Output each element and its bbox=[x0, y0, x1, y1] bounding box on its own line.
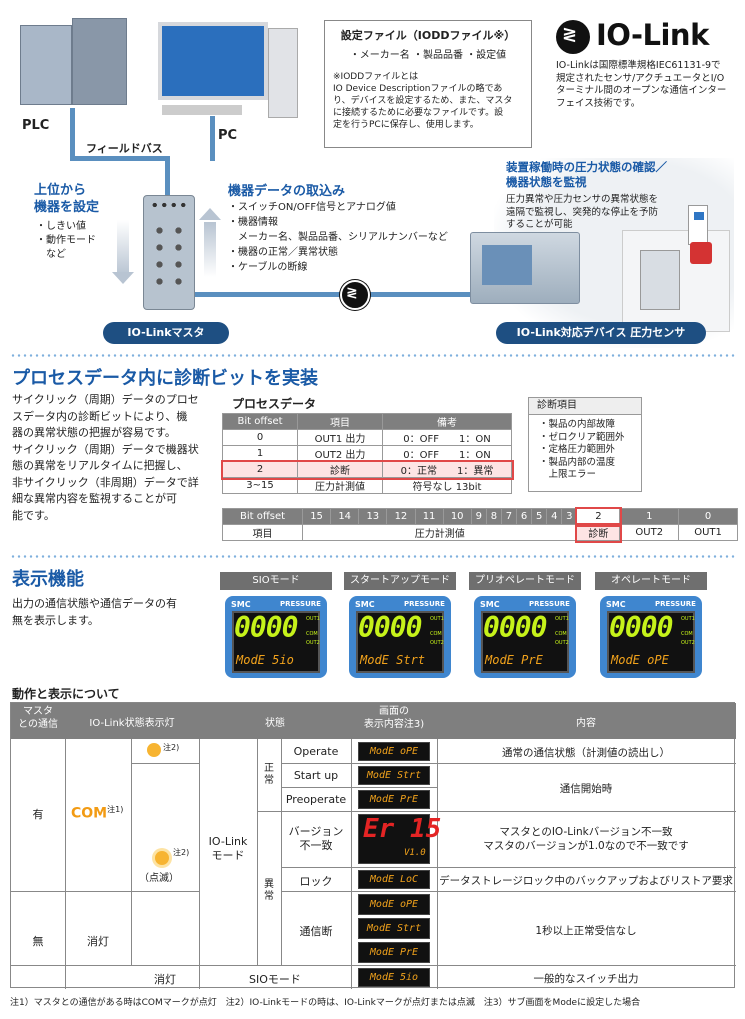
footnote: 注1）マスタとの通信がある時はCOMマークが点灯 注2）IO-Linkモードの時… bbox=[10, 998, 641, 1008]
ops-table: マスタ との通信 IO-Link状態表示灯 状態 画面の 表示内容注3) 内容 … bbox=[10, 702, 736, 989]
iolink-blink-icon bbox=[155, 851, 169, 865]
param-title: 上位から 機器を設定 bbox=[34, 183, 100, 215]
ops-title: 動作と表示について bbox=[12, 687, 120, 701]
pc-monitor bbox=[158, 22, 268, 100]
device-label: IO-Link対応デバイス 圧力センサ bbox=[496, 322, 706, 344]
iolink-logo-icon bbox=[556, 20, 590, 54]
plc-label: PLC bbox=[22, 118, 50, 133]
monitor-title: 装置稼働時の圧力状態の確認／ 機器状態を監視 bbox=[506, 160, 667, 189]
master-label: IO-Linkマスタ bbox=[103, 322, 229, 344]
mode-title: オペレートモード bbox=[595, 572, 707, 590]
diag-items-box: 診断項目 ・製品の内部故障 ・ゼロクリア範囲外 ・定格圧力範囲外 ・製品内部の温… bbox=[528, 397, 642, 492]
lcd-version-error bbox=[358, 814, 430, 864]
iodd-file-box: 設定ファイル（IODDファイル※） ・メーカー名 ・製品品番 ・設定値 ※IOD… bbox=[324, 20, 532, 148]
iolink-logo-text: IO-Link bbox=[596, 18, 709, 52]
pc-label: PC bbox=[218, 128, 238, 143]
monitor-desc: 圧力異常や圧力センサの異常状態を 遠隔で監視し、突発的な停止を予防 することが可… bbox=[506, 194, 659, 230]
plc-illustration bbox=[20, 25, 72, 105]
diag-desc: サイクリック（周期）データのプロセ スデータ内の診断ビットにより、機 器の異常状… bbox=[12, 393, 199, 522]
diag-title: プロセスデータ内に診断ビットを実装 bbox=[12, 368, 318, 389]
mode-lcd bbox=[232, 611, 320, 673]
mode-lcd bbox=[607, 611, 695, 673]
iolink-lit-icon bbox=[147, 743, 161, 757]
iolink-symbol-icon bbox=[340, 280, 370, 310]
mode-title: SIOモード bbox=[220, 572, 332, 590]
param-list: ・しきい値 ・動作モード など bbox=[36, 221, 96, 260]
mode-title: プリオペレートモード bbox=[469, 572, 581, 590]
mode-lcd bbox=[481, 611, 569, 673]
data-list: ・スイッチON/OFF信号とアナログ値 ・機器情報 メーカー名、製品品番、シリア… bbox=[228, 202, 448, 273]
com-indicator: COM注1) bbox=[71, 805, 124, 822]
fieldbus-label: フィールドバス bbox=[86, 142, 163, 155]
display-title: 表示機能 bbox=[12, 569, 84, 590]
display-desc: 出力の通信状態や通信データの有 無を表示します。 bbox=[12, 597, 177, 627]
mode-lcd bbox=[356, 611, 444, 673]
mode-title: スタートアップモード bbox=[344, 572, 456, 590]
iolink-description: IO-Linkは国際標準規格IEC61131-9で 規定されたセンサ/アクチュエ… bbox=[556, 60, 727, 109]
process-data-title: プロセスデータ bbox=[232, 397, 317, 411]
data-title: 機器データの取込み bbox=[228, 184, 346, 199]
